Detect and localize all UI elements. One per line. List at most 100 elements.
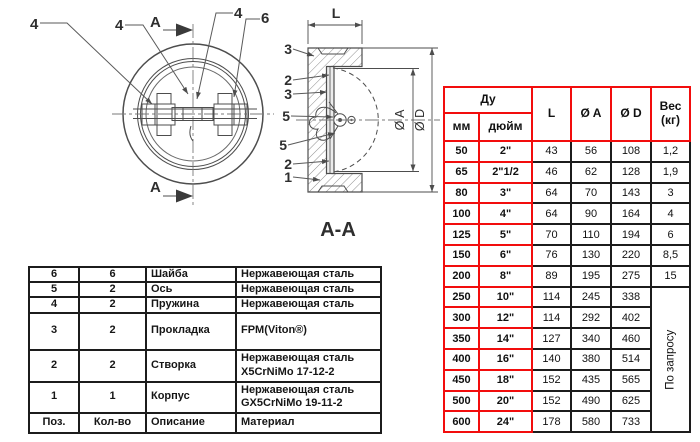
dims-header-mm: мм xyxy=(443,112,480,142)
dims-cell-inch: 14" xyxy=(478,327,533,350)
dims-cell-weight: 1,9 xyxy=(650,160,691,184)
on-request-label: По запросу xyxy=(664,329,677,390)
dims-cell-da: 110 xyxy=(570,223,612,246)
dims-cell-l: 76 xyxy=(531,243,572,267)
parts-cell-mat: FPM(Viton®) xyxy=(235,311,382,351)
dims-cell-mm: 80 xyxy=(443,181,480,205)
dims-cell-dd: 108 xyxy=(610,140,652,163)
dims-cell-inch: 5" xyxy=(478,223,533,246)
dims-header-row-1: Ду L Ø A Ø D Вес (кг) xyxy=(443,86,691,142)
dims-cell-l: 152 xyxy=(531,389,572,413)
valve-technical-drawing: 4 4 4 6 A A xyxy=(30,5,440,241)
parts-cell-desc: Корпус xyxy=(145,380,237,414)
parts-cell-desc: Шайба xyxy=(145,265,237,284)
dims-cell-inch: 18" xyxy=(478,368,533,392)
dims-cell-da: 490 xyxy=(570,389,612,413)
dims-cell-dd: 514 xyxy=(610,347,652,371)
section-arrow-label: A xyxy=(150,179,161,196)
callout-3: 3 xyxy=(284,41,292,57)
dims-header-du: Ду xyxy=(443,86,533,114)
dims-cell-l: 64 xyxy=(531,181,572,205)
dims-cell-mm: 250 xyxy=(443,285,480,309)
dims-cell-weight: 15 xyxy=(650,264,691,288)
dims-cell-dd: 275 xyxy=(610,264,652,288)
front-view xyxy=(40,12,274,206)
dims-cell-mm: 100 xyxy=(443,202,480,226)
dims-header-row-2: мм дюйм xyxy=(443,112,690,142)
parts-cell-pos: 2 xyxy=(28,348,80,383)
dims-cell-weight: 3 xyxy=(650,181,691,205)
dims-cell-mm: 450 xyxy=(443,368,480,392)
parts-cell-qty: 2 xyxy=(78,311,147,351)
dims-cell-mm: 150 xyxy=(443,243,480,267)
section-view xyxy=(287,20,440,193)
parts-header-qty: Кол-во xyxy=(78,411,147,434)
dims-cell-inch: 16" xyxy=(478,347,533,371)
dims-cell-inch: 4" xyxy=(478,202,533,226)
callout-2: 2 xyxy=(284,72,292,88)
dims-header-weight: Вес (кг) xyxy=(650,86,691,142)
dims-cell-l: 70 xyxy=(531,223,572,246)
dims-cell-mm: 125 xyxy=(443,223,480,246)
dims-cell-mm: 300 xyxy=(443,306,480,330)
dims-cell-weight: 1,2 xyxy=(650,140,691,163)
section-arrow-label: A xyxy=(150,14,161,31)
dims-cell-weight: 4 xyxy=(650,202,691,226)
hinge-assembly xyxy=(141,93,248,142)
dims-cell-inch: 10" xyxy=(478,285,533,309)
dims-cell-inch: 3" xyxy=(478,181,533,205)
dims-cell-mm: 200 xyxy=(443,264,480,288)
dims-cell-weight: 8,5 xyxy=(650,243,691,267)
dims-cell-inch: 12" xyxy=(478,306,533,330)
dim-label-d: Ø D xyxy=(413,109,427,131)
parts-cell-qty: 2 xyxy=(78,281,147,299)
dims-cell-mm: 65 xyxy=(443,160,480,184)
dims-cell-dd: 733 xyxy=(610,410,652,434)
parts-cell-desc: Ось xyxy=(145,281,237,299)
dims-cell-l: 64 xyxy=(531,202,572,226)
dims-cell-mm: 600 xyxy=(443,410,480,434)
dims-cell-l: 114 xyxy=(531,306,572,330)
dims-header-da: Ø A xyxy=(570,86,612,142)
dims-cell-dd: 565 xyxy=(610,368,652,392)
dims-cell-inch: 2"1/2 xyxy=(478,160,533,184)
callout-1: 1 xyxy=(284,169,292,185)
dims-cell-l: 43 xyxy=(531,140,572,163)
dim-label-a: Ø A xyxy=(393,109,407,131)
parts-cell-qty: 1 xyxy=(78,380,147,414)
dims-cell-da: 195 xyxy=(570,264,612,288)
dims-cell-mm: 500 xyxy=(443,389,480,413)
parts-cell-pos: 5 xyxy=(28,281,80,299)
section-cut-arrows xyxy=(163,23,193,203)
dims-cell-dd: 164 xyxy=(610,202,652,226)
dims-cell-l: 178 xyxy=(531,410,572,434)
dim-L xyxy=(307,20,363,44)
dims-cell-dd: 460 xyxy=(610,327,652,350)
parts-cell-desc: Прокладка xyxy=(145,311,237,351)
dims-cell-l: 89 xyxy=(531,264,572,288)
dims-cell-dd: 625 xyxy=(610,389,652,413)
dims-cell-da: 70 xyxy=(570,181,612,205)
dims-cell-dd: 194 xyxy=(610,223,652,246)
dims-cell-inch: 24" xyxy=(478,410,533,434)
dims-header-dd: Ø D xyxy=(610,86,652,142)
dims-cell-da: 435 xyxy=(570,368,612,392)
dims-cell-inch: 6" xyxy=(478,243,533,267)
parts-header-row: Поз. Кол-во Описание Материал xyxy=(28,411,382,434)
dims-cell-mm: 50 xyxy=(443,140,480,163)
